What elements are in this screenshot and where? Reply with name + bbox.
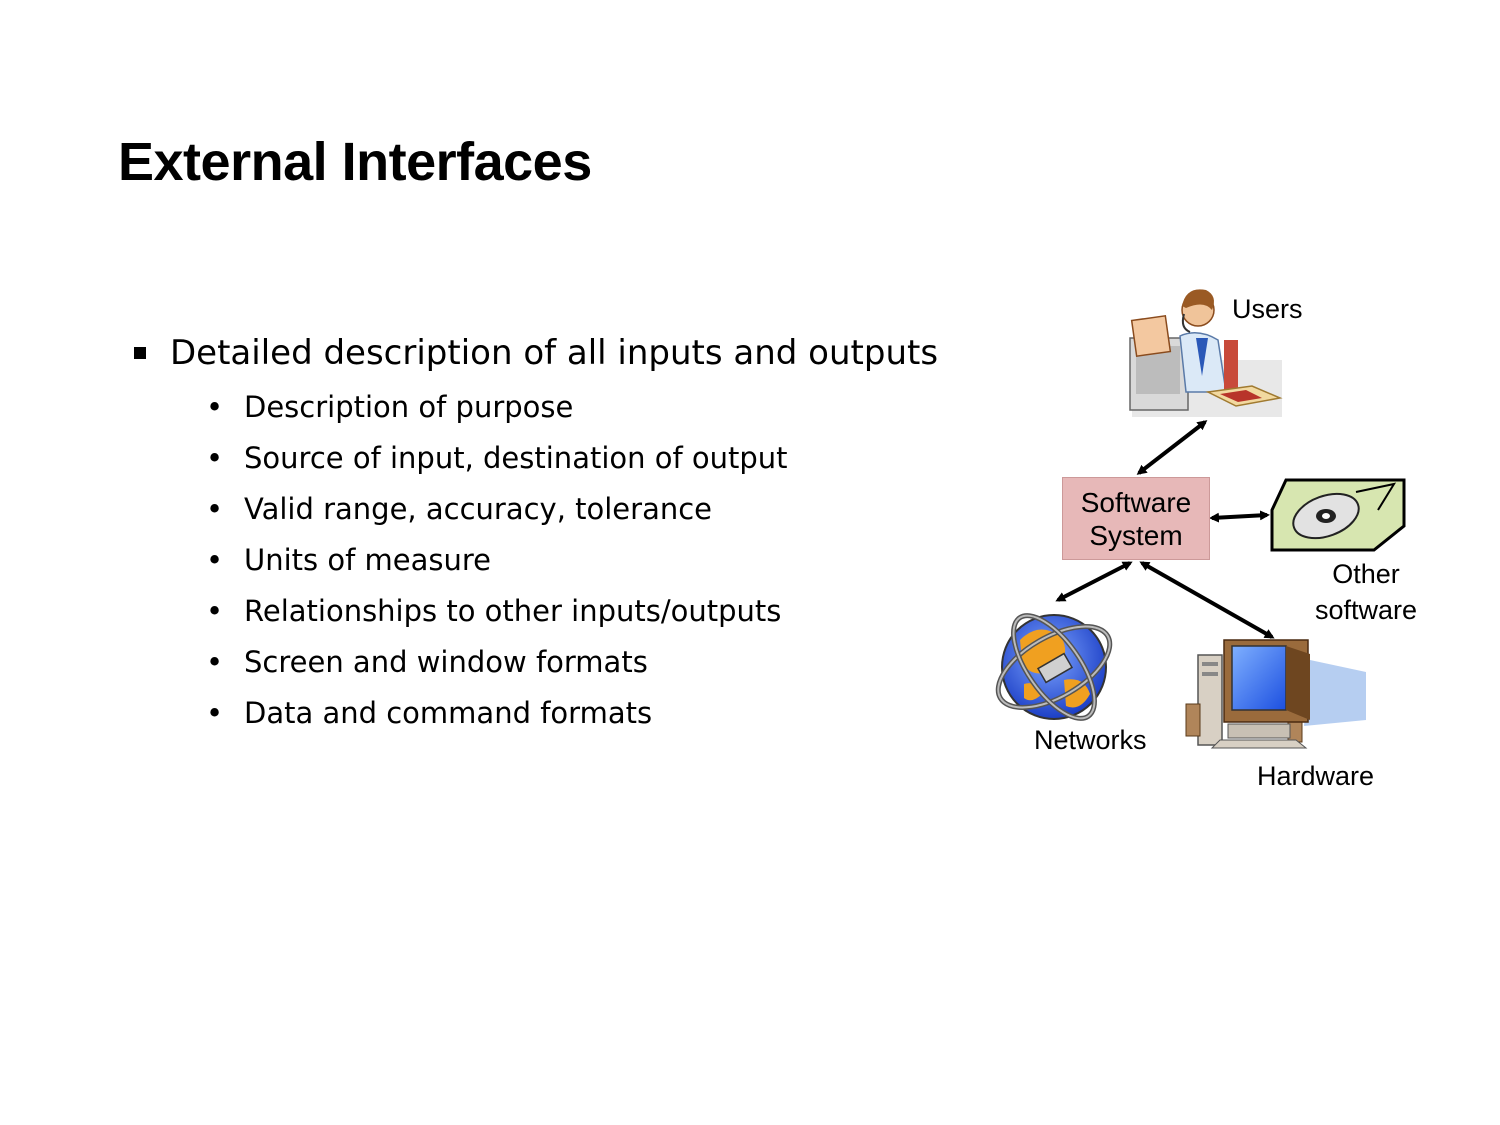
bullet-dot-icon: • [206,441,224,475]
bullet-dot-icon: • [206,696,224,730]
user-at-desk-icon [1129,289,1283,417]
other-software-label: Other software [1310,556,1422,628]
slide-title: External Interfaces [118,132,592,192]
bullet-dot-icon: • [206,492,224,526]
center-line-2: System [1089,519,1183,551]
other-software-line-1: Other [1332,559,1400,589]
bullet-dot-icon: • [206,645,224,679]
desktop-computer-icon [1185,639,1366,749]
networks-label: Networks [1034,725,1147,755]
globe-network-icon [995,613,1113,721]
center-line-1: Software [1080,486,1192,518]
square-bullet-icon [134,347,146,359]
main-bullet-text: Detailed description of all inputs and o… [170,333,939,373]
hardware-label: Hardware [1257,761,1375,791]
arrow-users [1136,420,1208,475]
bullet-dot-icon: • [206,390,224,424]
bullet-dot-icon: • [206,594,224,628]
bullet-dot-icon: • [206,543,224,577]
diagram-graphics [995,289,1406,749]
arrow-other-software [1209,510,1270,523]
arrow-hardware [1139,561,1275,639]
cd-drive-icon [1270,478,1406,552]
other-software-line-2: software [1314,595,1418,625]
users-label: Users [1232,294,1303,324]
arrow-networks [1055,561,1133,602]
